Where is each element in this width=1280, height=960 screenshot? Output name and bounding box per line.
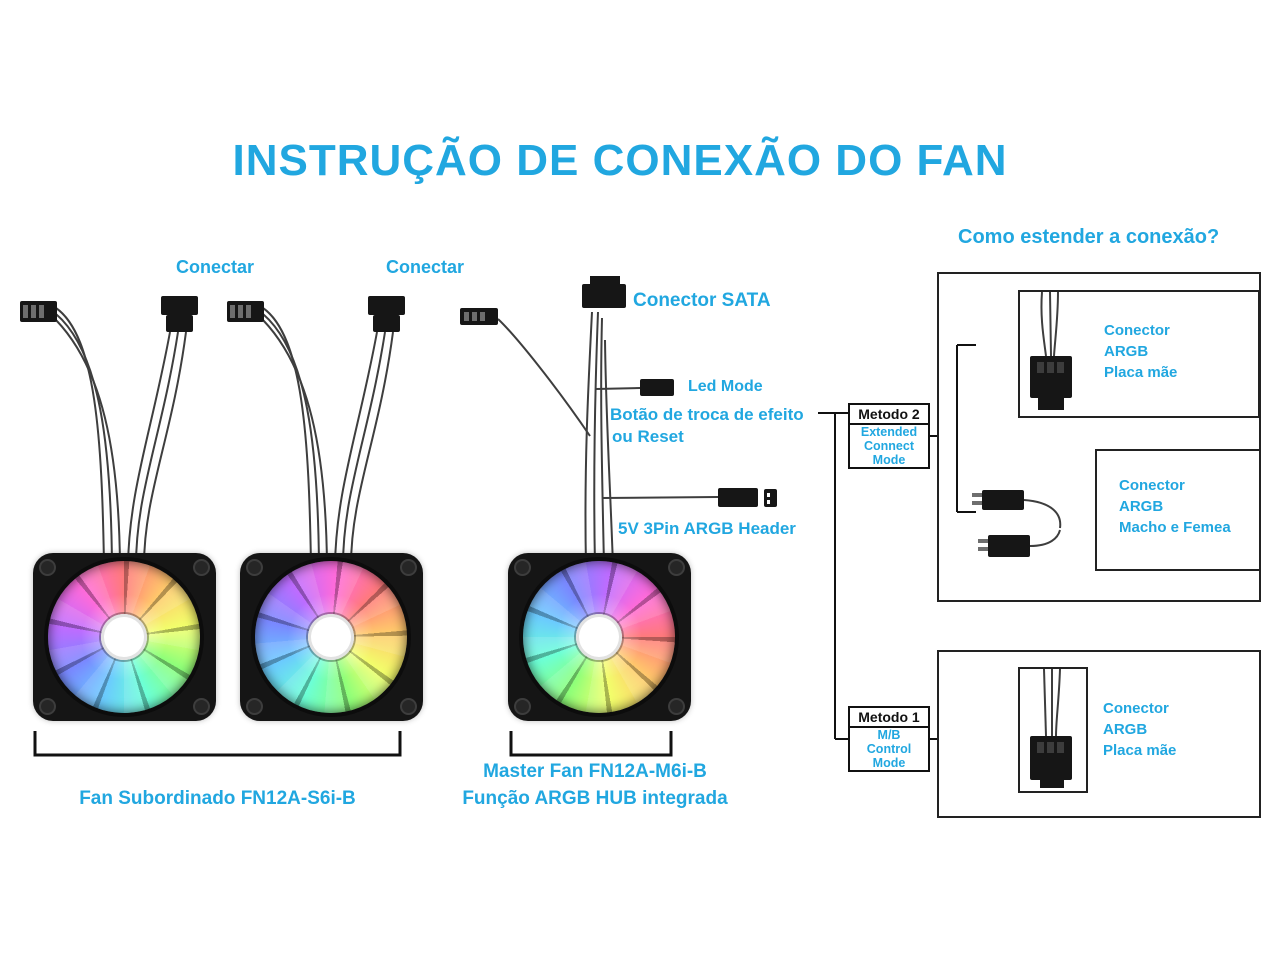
argb-mobo-connector-bottom-icon (1030, 668, 1072, 788)
method-link-lines (818, 344, 976, 740)
fan1-female-connector-icon (161, 296, 198, 332)
argb-male-female-text: Conector ARGB Macho e Femea (1119, 475, 1231, 538)
label-master-fan: Master Fan FN12A-M6i-B (483, 761, 707, 782)
screw-hole (400, 698, 417, 715)
metodo-1-title: Metodo 1 (850, 708, 928, 728)
label-master-fan-hub: Função ARGB HUB integrada (462, 788, 728, 809)
text-line: ARGB (1104, 343, 1149, 360)
fan3-aux-connector-icon (460, 308, 498, 325)
screw-hole (39, 559, 56, 576)
fan2-cables (262, 307, 394, 567)
label-argb-header: 5V 3Pin ARGB Header (618, 519, 796, 538)
screw-hole (668, 698, 685, 715)
screw-hole (193, 559, 210, 576)
argb-mobo-top-text: Conector ARGB Placa mãe (1104, 320, 1177, 383)
text-line: Macho e Femea (1119, 519, 1231, 536)
metodo-2-line: Connect (864, 439, 914, 453)
fan-hub (101, 614, 147, 660)
argb-mobo-connector-top-icon (1030, 291, 1072, 410)
argb-mobo-top-box: Conector ARGB Placa mãe (1018, 290, 1260, 418)
screw-hole (246, 698, 263, 715)
led-mode-button-icon (640, 379, 674, 396)
mb-control-panel (937, 650, 1261, 818)
argb-male-female-connector-icon (972, 490, 1062, 557)
label-fan-subordinado: Fan Subordinado FN12A-S6i-B (79, 788, 356, 809)
metodo-1-box: Metodo 1 M/B Control Mode (848, 706, 930, 772)
screw-hole (668, 559, 685, 576)
fan-master (508, 553, 691, 721)
fan1-male-connector-icon (20, 301, 57, 322)
fan2-male-connector-icon (227, 301, 264, 322)
fan-subordinate-1 (33, 553, 216, 721)
screw-hole (514, 698, 531, 715)
metodo-2-title: Metodo 2 (850, 405, 928, 425)
argb-mobo-bottom-box (1018, 667, 1088, 793)
metodo-1-line: Control (866, 742, 912, 756)
fan3-cables (497, 311, 719, 567)
argb-mobo-bottom-text: Conector ARGB Placa mãe (1103, 698, 1176, 761)
fan-hub (308, 614, 354, 660)
extend-heading: Como estender a conexão? (958, 226, 1220, 248)
text-line: ARGB (1119, 498, 1164, 515)
argb-header-connector-icon (718, 488, 777, 507)
master-fan-bracket (509, 731, 673, 757)
text-line: ARGB (1103, 721, 1148, 738)
fan1-cables (55, 307, 187, 567)
screw-hole (400, 559, 417, 576)
label-conectar-1: Conectar (176, 257, 255, 277)
page-title: INSTRUÇÃO DE CONEXÃO DO FAN (232, 136, 1008, 185)
subordinate-fans-bracket (33, 731, 402, 757)
sata-connector-icon (582, 276, 626, 308)
metodo-1-line: M/B (877, 728, 901, 742)
label-botao-troca-line2: ou Reset (612, 427, 684, 446)
text-line: Placa mãe (1104, 364, 1178, 381)
text-line: Conector (1119, 477, 1185, 494)
screw-hole (39, 698, 56, 715)
fan-hub (576, 614, 622, 660)
screw-hole (514, 559, 531, 576)
metodo-2-box: Metodo 2 Extended Connect Mode (848, 403, 930, 469)
text-line: Conector (1103, 700, 1169, 717)
fan-subordinate-2 (223, 529, 439, 745)
metodo-2-line: Mode (872, 453, 906, 467)
label-conector-sata: Conector SATA (633, 290, 771, 311)
label-botao-troca-line1: Botão de troca de efeito (610, 405, 804, 424)
screw-hole (246, 559, 263, 576)
extended-connect-panel (937, 272, 1261, 602)
argb-male-female-box: Conector ARGB Macho e Femea (1095, 449, 1261, 571)
metodo-1-line: Mode (872, 756, 906, 770)
text-line: Placa mãe (1103, 742, 1177, 759)
label-conectar-2: Conectar (386, 257, 465, 277)
screw-hole (193, 698, 210, 715)
fan2-female-connector-icon (368, 296, 405, 332)
text-line: Conector (1104, 322, 1170, 339)
metodo-2-line: Extended (860, 425, 918, 439)
label-led-mode: Led Mode (688, 378, 763, 395)
